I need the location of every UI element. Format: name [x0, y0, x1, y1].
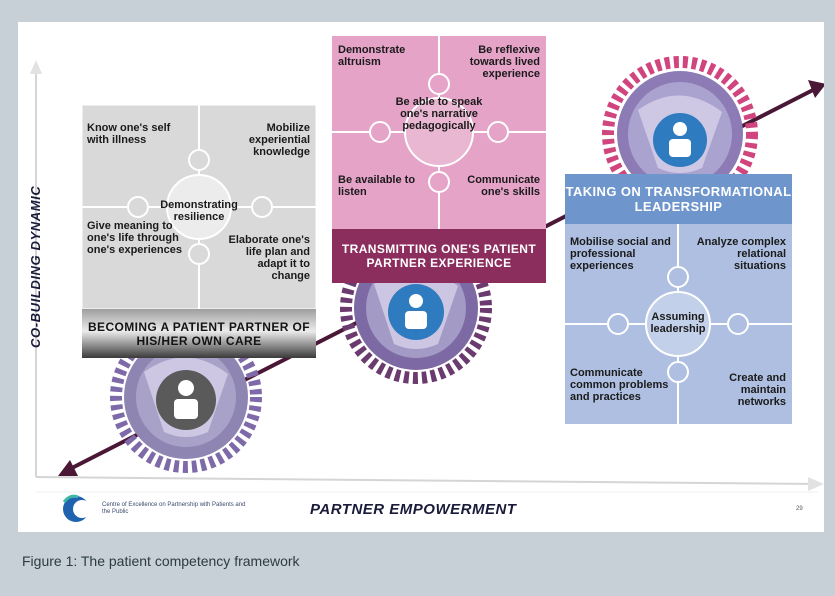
stage2-banner: TRANSMITTING ONE'S PATIENT PARTNER EXPER… [332, 229, 546, 283]
stage2-top-left-text: Demonstrate altruism [338, 44, 406, 68]
stage1-banner: BECOMING A PATIENT PARTNER OF HIS/HER OW… [82, 309, 316, 358]
y-axis-label: CO-BUILDING DYNAMIC [28, 185, 43, 348]
page-number: 29 [796, 506, 803, 512]
stage1-center-text: Demonstrating resilience [160, 199, 238, 223]
logo-icon [62, 494, 91, 522]
stage2-bottom-right-text: Communicate one's skills [467, 174, 540, 198]
puzzle-piece [565, 224, 792, 424]
x-axis-line [35, 476, 819, 485]
framework-slide: Know one's self with illness Mobilize ex… [18, 22, 824, 532]
stage2-top-right-text: Be reflexive towards lived experience [469, 44, 540, 80]
stage2-bottom-left-text: Be available to listen [338, 174, 416, 198]
stage3-bottom-right-text: Create and maintain networks [729, 372, 786, 408]
stage3-bottom-left-text: Communicate common problems and practice… [570, 367, 669, 403]
stage1-top-left-text: Know one's self with illness [87, 122, 171, 146]
x-axis-label: PARTNER EMPOWERMENT [310, 501, 517, 518]
org-name: Centre of Excellence on Partnership with… [102, 502, 246, 515]
stage3-center-text: Assuming leadership [650, 311, 706, 335]
puzzle-piece [332, 36, 546, 229]
framework-illustration [30, 36, 824, 522]
gear-icon [602, 56, 758, 212]
stage2-center-text: Be able to speak one's narrative pedagog… [395, 96, 483, 132]
stage1-bottom-left-text: Give meaning to one's life through one's… [87, 220, 182, 256]
gear-icon [110, 321, 262, 473]
stage1-bottom-right-text: Elaborate one's life plan and adapt it t… [228, 234, 310, 282]
gear-icon [340, 232, 492, 384]
arrow-head-bottom [58, 460, 78, 476]
figure-caption: Figure 1: The patient competency framewo… [22, 553, 300, 569]
stage1-top-right-text: Mobilize experiential knowledge [248, 122, 310, 158]
puzzle-piece [81, 104, 317, 310]
stage3-top-right-text: Analyze complex relational situations [696, 236, 786, 272]
x-axis-arrowhead [808, 477, 824, 491]
stage3-top-left-text: Mobilise social and professional experie… [570, 236, 671, 272]
stage3-banner: TAKING ON TRANSFORMATIONAL LEADERSHIP [565, 174, 792, 224]
y-axis-arrowhead [30, 60, 42, 74]
arrow-head-top [808, 80, 824, 98]
